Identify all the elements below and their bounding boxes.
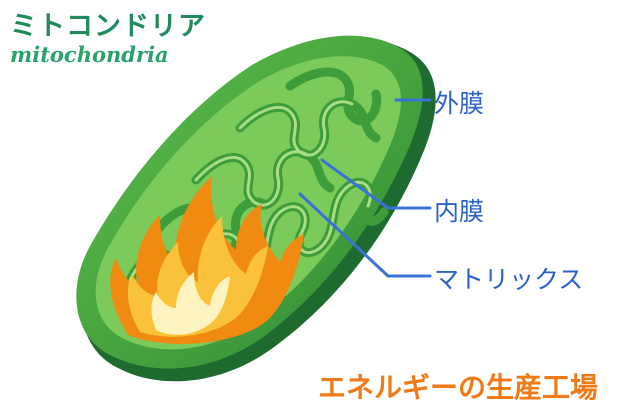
label-matrix: マトリックス [434,260,583,296]
title-japanese: ミトコンドリア [10,4,206,43]
label-outer-membrane: 外膜 [434,84,484,120]
title-english: mitochondria [10,42,169,67]
caption-energy-factory: エネルギーの生産工場 [318,366,598,406]
label-inner-membrane: 内膜 [434,192,484,228]
